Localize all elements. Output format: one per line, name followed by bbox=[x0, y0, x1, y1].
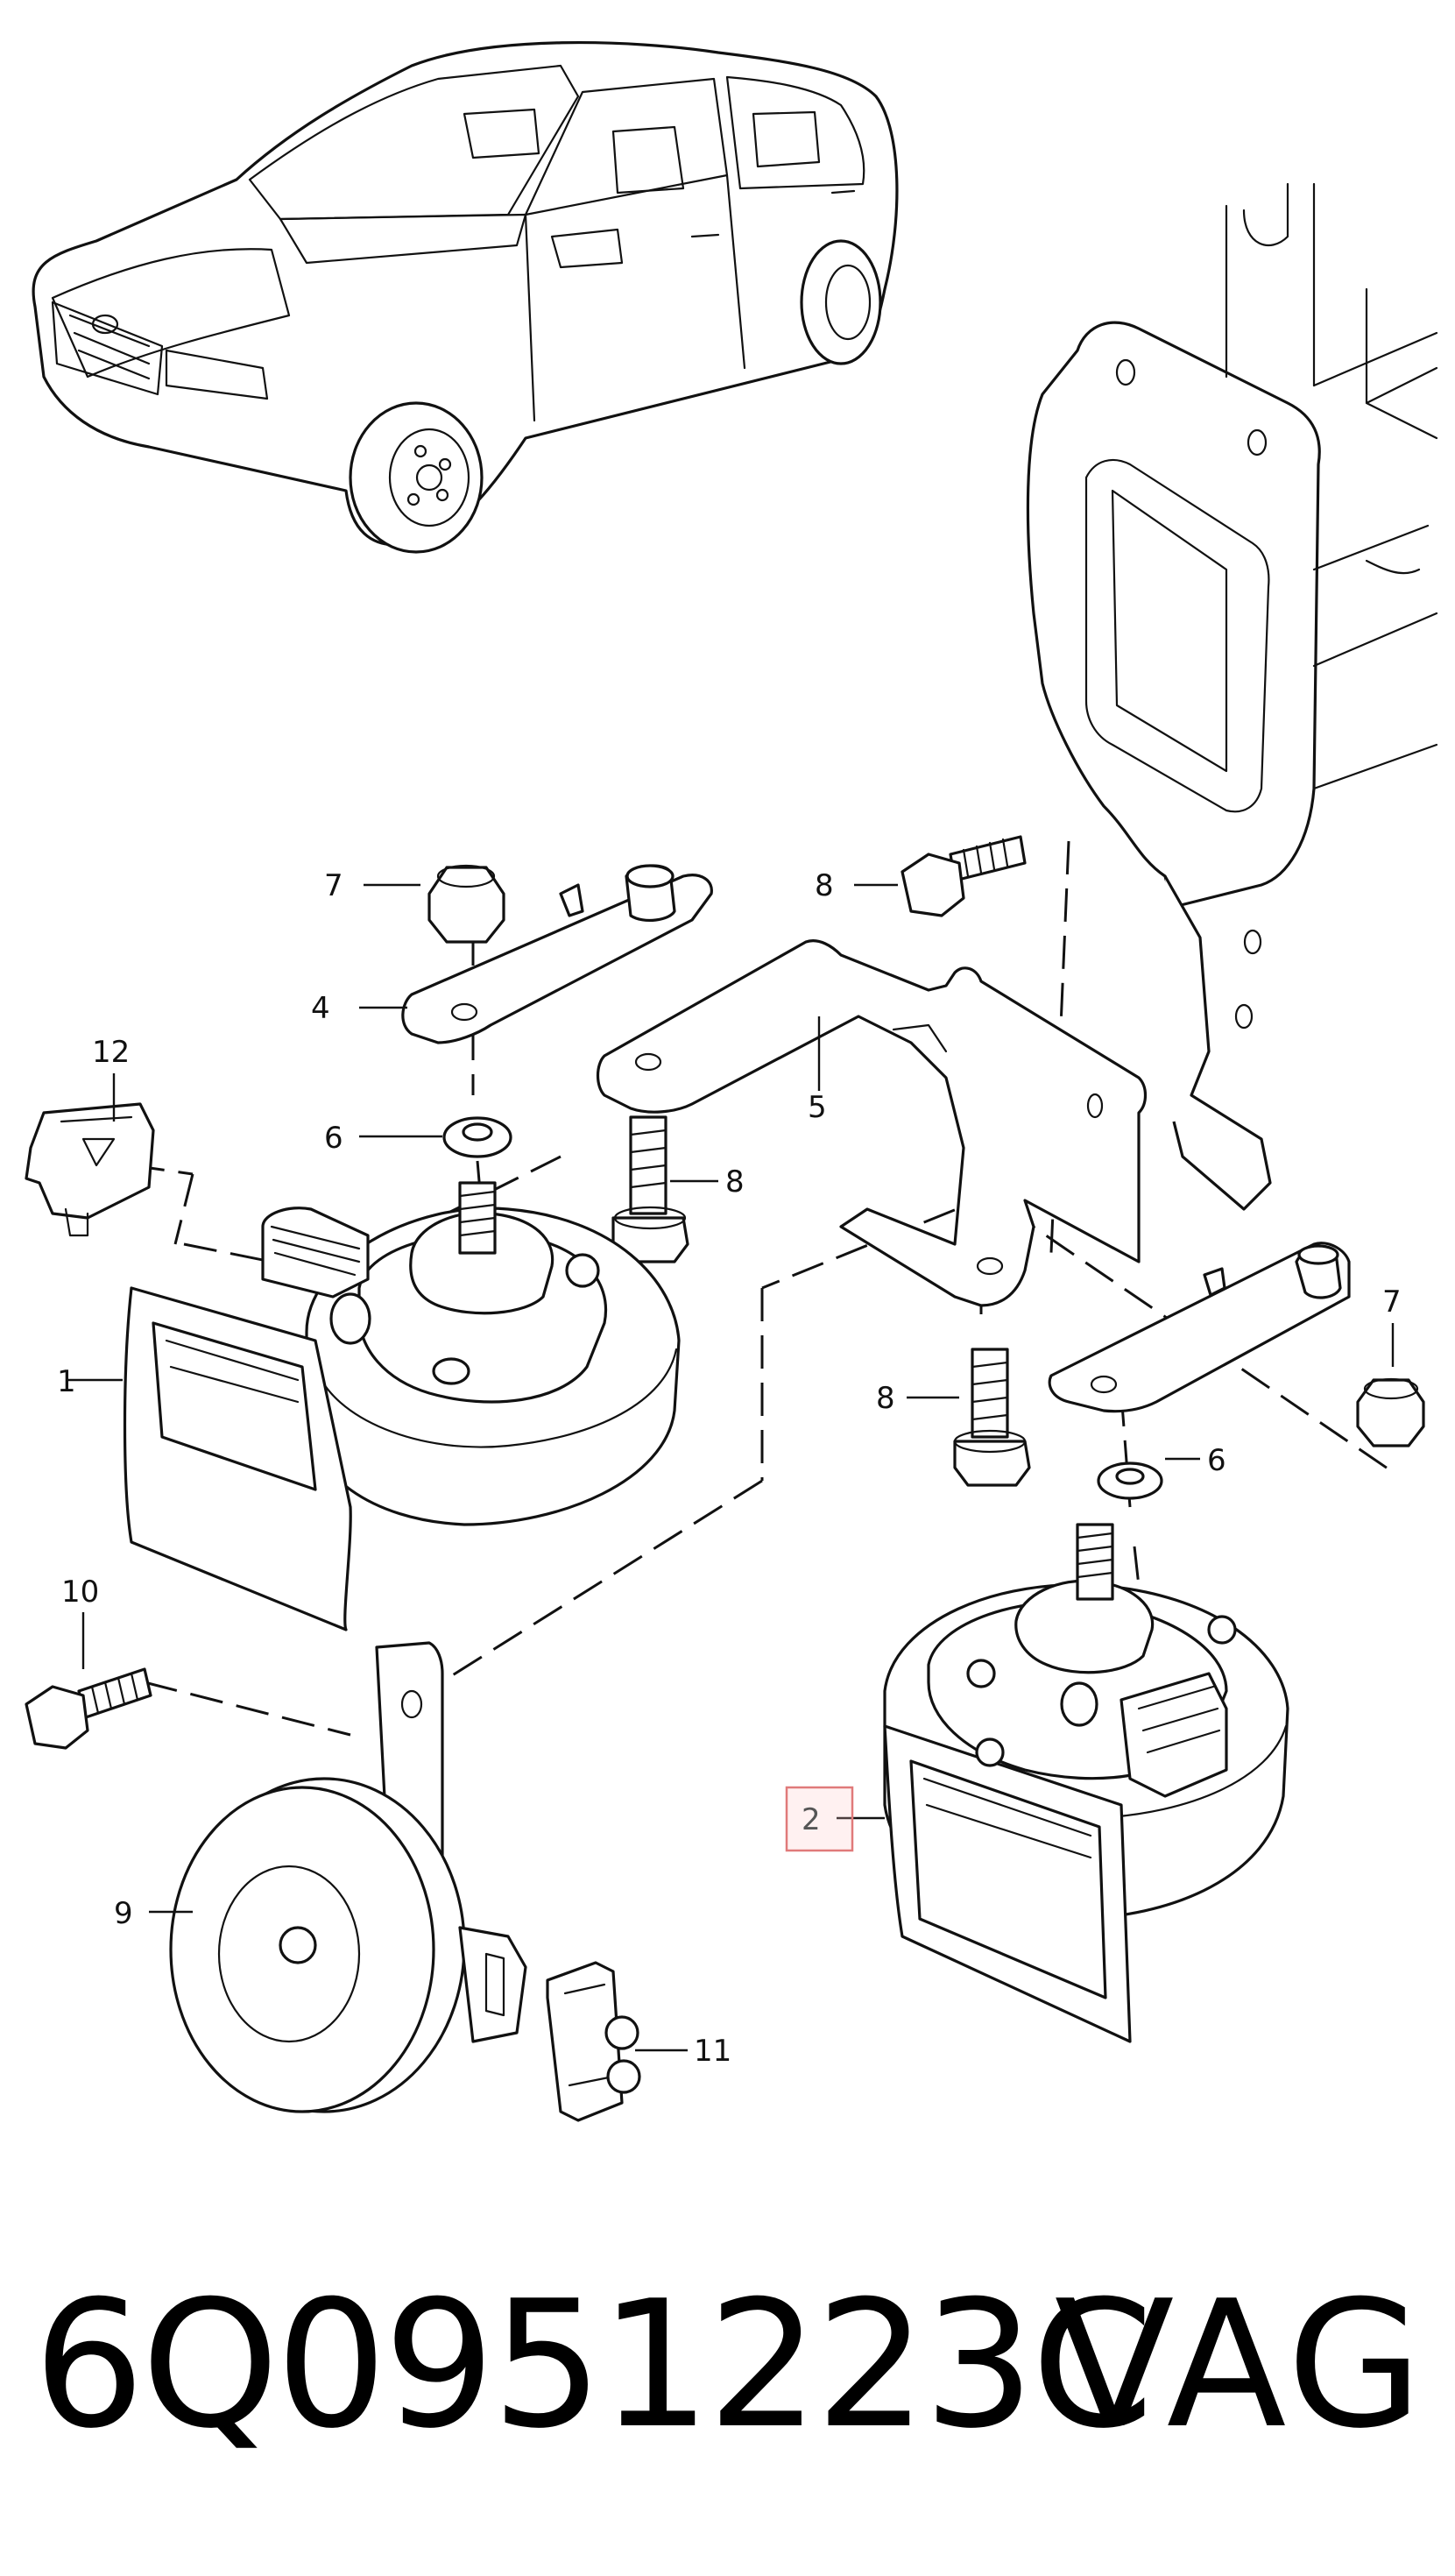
callout-7-left: 7 bbox=[324, 868, 343, 903]
connector-part-12 bbox=[25, 1102, 155, 1237]
callout-11: 11 bbox=[694, 2034, 731, 2069]
callout-6-left: 6 bbox=[324, 1121, 343, 1156]
callout-8-lower: 8 bbox=[876, 1381, 895, 1416]
washer-part-6-right bbox=[1097, 1461, 1163, 1500]
part-number: 6Q0951223C bbox=[33, 2263, 1154, 2467]
car-illustration bbox=[32, 41, 899, 554]
brand-label: VAG bbox=[1054, 2263, 1426, 2467]
callout-8-top: 8 bbox=[815, 868, 834, 903]
horn-part-1 bbox=[123, 1181, 681, 1631]
vehicle-mounting-bracket bbox=[1026, 182, 1438, 1211]
horn-part-2 bbox=[883, 1523, 1289, 2043]
nut-part-7-right bbox=[1356, 1377, 1425, 1447]
bracket-part-4 bbox=[401, 864, 713, 1044]
washer-part-6-left bbox=[442, 1116, 512, 1158]
horn-part-9 bbox=[169, 1641, 527, 2113]
bolt-part-8-middle bbox=[611, 1115, 689, 1263]
callout-labels: 7 4 6 12 1 8 5 8 8 7 6 10 9 11 2 bbox=[57, 868, 1402, 2069]
callout-highlight-box bbox=[785, 1786, 854, 1852]
footer: 6Q0951223C VAG bbox=[25, 2269, 1435, 2462]
callout-2: 2 bbox=[802, 1802, 821, 1837]
bolt-part-8-lower bbox=[953, 1348, 1031, 1487]
nut-part-7-left bbox=[427, 864, 505, 944]
bolt-part-8-top bbox=[901, 835, 1027, 917]
bracket-part-4-right bbox=[1048, 1242, 1351, 1413]
callout-10: 10 bbox=[61, 1575, 99, 1610]
callout-leaders bbox=[66, 883, 1395, 2052]
callout-4: 4 bbox=[311, 991, 330, 1026]
bolt-part-10 bbox=[25, 1667, 152, 1750]
callout-6-right: 6 bbox=[1207, 1443, 1226, 1478]
callout-9: 9 bbox=[114, 1896, 133, 1931]
callout-5: 5 bbox=[808, 1090, 827, 1125]
callout-12: 12 bbox=[92, 1035, 130, 1070]
connector-part-11 bbox=[546, 1961, 641, 2122]
callout-8-middle: 8 bbox=[725, 1164, 745, 1200]
callout-7-right: 7 bbox=[1382, 1284, 1402, 1320]
bracket-part-5 bbox=[596, 939, 1148, 1307]
callout-1: 1 bbox=[57, 1364, 76, 1399]
